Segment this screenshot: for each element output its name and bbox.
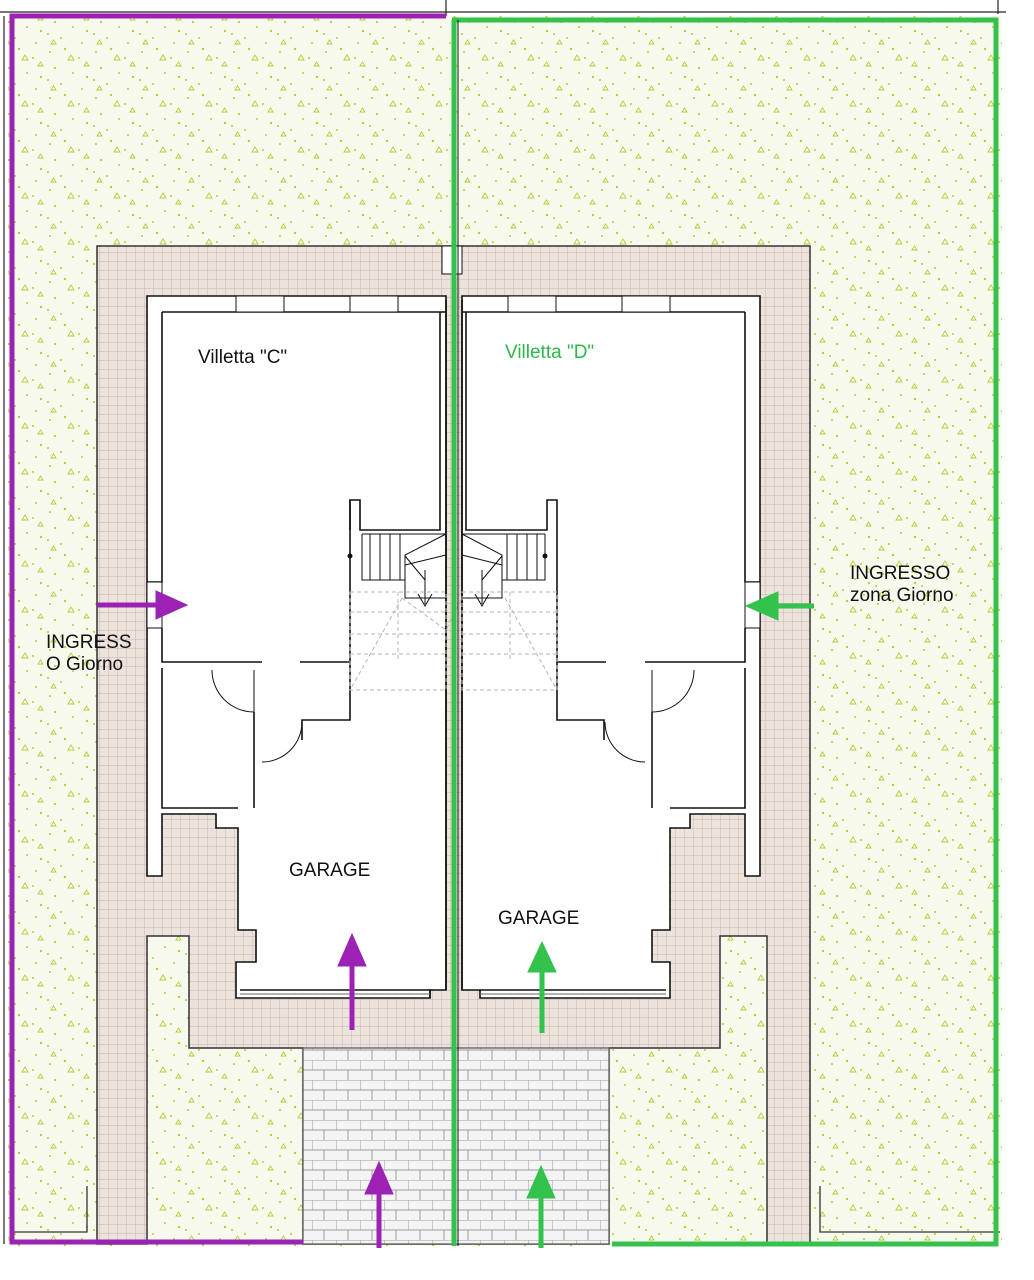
- villa-c-boundary: [9, 13, 446, 1245]
- arrow-icon: [97, 590, 814, 1248]
- stair-icon: [347, 533, 548, 607]
- ingresso-right-label: INGRESSO zona Giorno: [850, 563, 954, 606]
- garage-d-label: GARAGE: [498, 908, 580, 929]
- ingresso-left-label: INGRESS O Giorno: [46, 632, 132, 675]
- door-swing-icon: [211, 669, 695, 763]
- garage-c-label: GARAGE: [289, 860, 371, 881]
- top-boundary: [0, 0, 1006, 1244]
- house-interiors: [146, 295, 761, 999]
- windows-top: [235, 245, 671, 313]
- villa-d-label: Villetta "D": [505, 342, 595, 363]
- villa-c-label: Villetta "C": [198, 347, 288, 368]
- stair-ghost: [349, 591, 558, 691]
- villa-d-boundary: [451, 17, 999, 1247]
- bottom-posts: [12, 1186, 1000, 1233]
